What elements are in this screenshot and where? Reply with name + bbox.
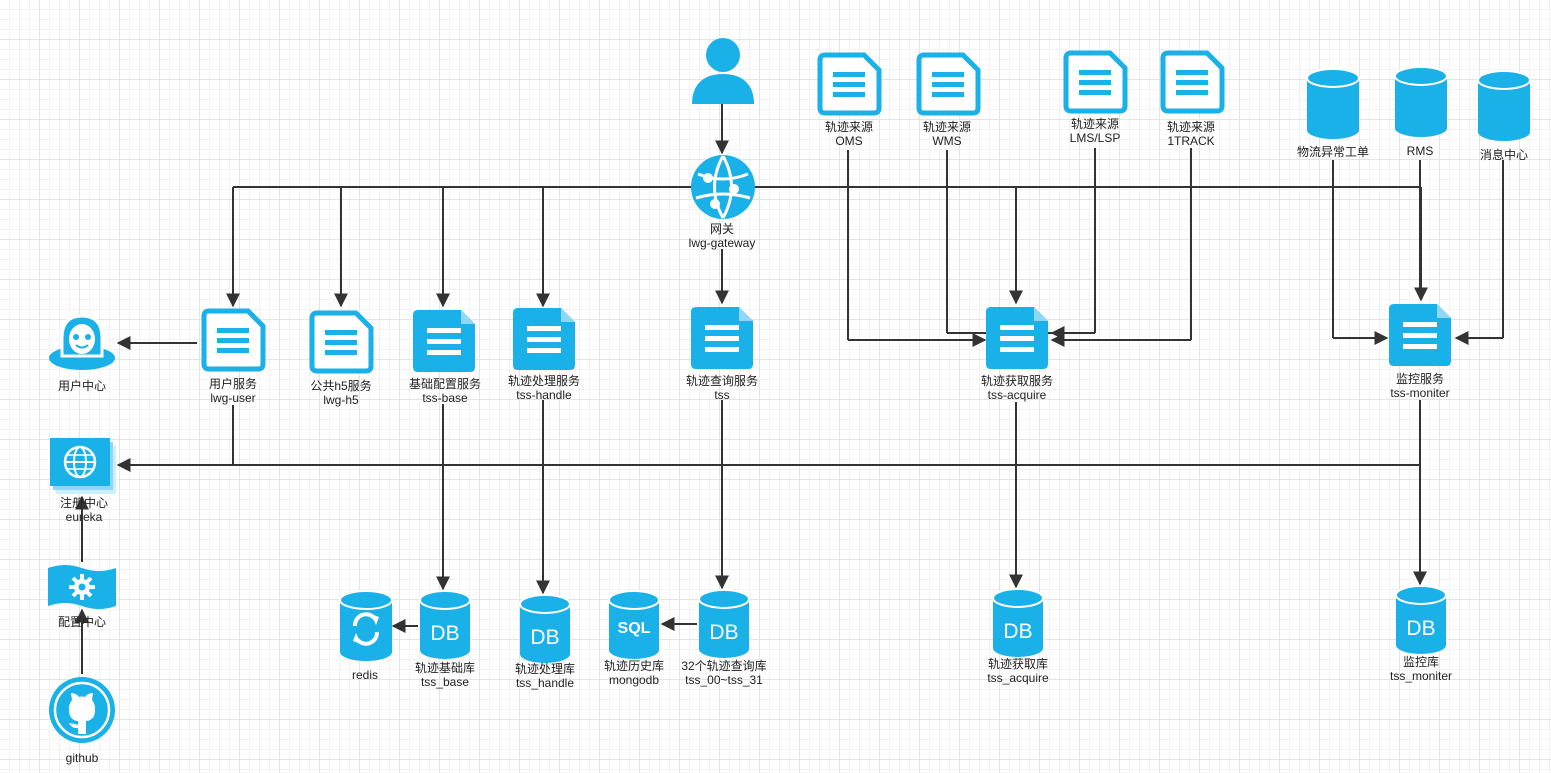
tss-moniter-document-icon[interactable] xyxy=(1387,302,1453,368)
tss-handle-document-icon[interactable] xyxy=(511,306,577,372)
gear-icon[interactable] xyxy=(48,564,116,610)
db-base-icon[interactable]: DB xyxy=(418,590,472,660)
user-center-label: 用户中心 xyxy=(57,379,107,393)
wuliu-label: 物流异常工单 xyxy=(1296,145,1370,159)
xiaoxi-database-icon[interactable] xyxy=(1476,70,1532,142)
tss-acquire-document-icon[interactable] xyxy=(984,305,1050,371)
db-query-icon[interactable]: DB xyxy=(697,589,751,659)
db-query-text: DB xyxy=(709,621,738,644)
rms-database-icon[interactable] xyxy=(1393,66,1449,138)
person-icon[interactable] xyxy=(690,36,756,104)
redis-label: redis xyxy=(351,668,379,682)
sql-icon[interactable]: SQL xyxy=(607,590,661,660)
source-wms-document-icon[interactable] xyxy=(915,52,981,116)
sql-text: SQL xyxy=(618,620,651,637)
db-moniter-text: DB xyxy=(1406,617,1435,640)
tss-document-icon[interactable] xyxy=(689,305,755,371)
connector-lines xyxy=(75,104,1504,674)
tss-base-document-icon[interactable] xyxy=(411,308,477,374)
lwg-user-document-icon[interactable] xyxy=(200,308,266,372)
db-handle-icon[interactable]: DB xyxy=(518,594,572,664)
github-label: github xyxy=(65,751,99,765)
cache-refresh-icon[interactable] xyxy=(338,590,394,662)
db-base-text: DB xyxy=(430,622,459,645)
github-icon[interactable] xyxy=(48,676,116,744)
db-acquire-icon[interactable]: DB xyxy=(991,588,1045,658)
config-center-label: 配置中心 xyxy=(57,615,107,629)
db-handle-text: DB xyxy=(530,626,559,649)
lwg-h5-document-icon[interactable] xyxy=(308,310,374,374)
source-1track-document-icon[interactable] xyxy=(1159,50,1225,114)
db-moniter-icon[interactable]: DB xyxy=(1394,585,1448,655)
network-globe-icon[interactable] xyxy=(688,154,758,220)
source-oms-document-icon[interactable] xyxy=(816,52,882,116)
user-center-icon[interactable] xyxy=(48,312,116,372)
source-lms-document-icon[interactable] xyxy=(1062,50,1128,114)
rms-label: RMS xyxy=(1406,144,1434,158)
xiaoxi-label: 消息中心 xyxy=(1479,148,1529,162)
registry-globe-icon[interactable] xyxy=(48,436,118,496)
wuliu-database-icon[interactable] xyxy=(1305,68,1361,140)
db-acquire-text: DB xyxy=(1003,620,1032,643)
